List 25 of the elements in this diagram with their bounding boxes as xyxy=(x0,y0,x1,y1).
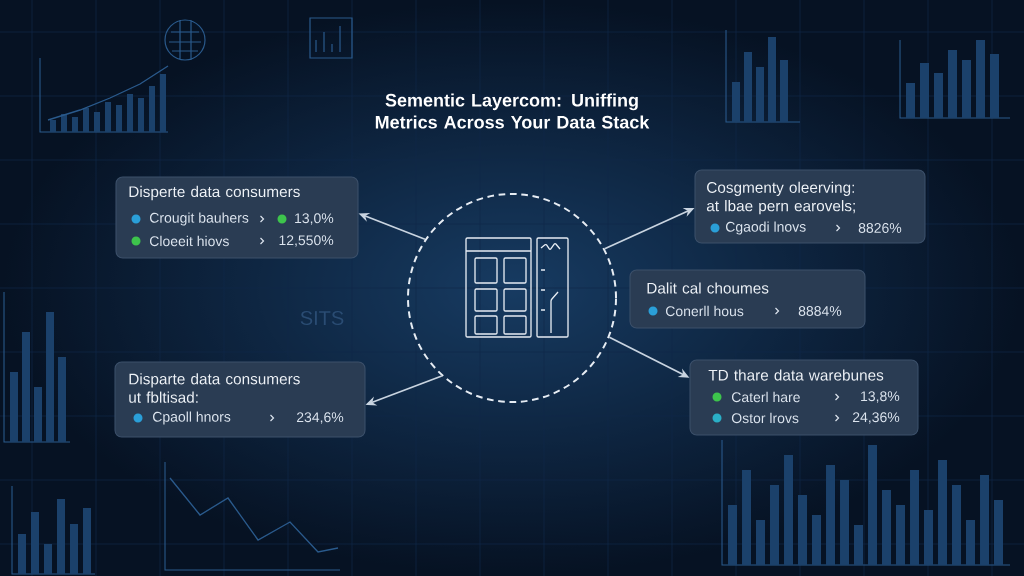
metric-label: Cloeeit hiovs xyxy=(150,235,229,247)
info-card xyxy=(629,269,866,329)
info-card xyxy=(115,176,359,259)
card-heading: Dalit cal choumes xyxy=(647,282,769,294)
card-heading: Cosgmenty oleerving: at lbae pern earovels; xyxy=(706,181,855,215)
metric-value: 13,0% xyxy=(295,213,334,225)
info-card xyxy=(689,359,919,436)
metric-value: 8826% xyxy=(858,223,902,233)
metric-value: 234,6% xyxy=(296,412,344,424)
metric-label: Conerll hous xyxy=(666,305,744,317)
metric-value: 8884% xyxy=(798,306,842,316)
info-card xyxy=(114,361,366,438)
metric-label: Ostor lrovs xyxy=(731,412,799,424)
metric-label: Cpaoll hnors xyxy=(153,411,231,425)
metric-value: 13,8% xyxy=(861,391,900,403)
metric-label: Caterl hare xyxy=(732,391,800,403)
title: Sementic Layercom: Uniffing Metrics Across Your Data Stack xyxy=(375,93,650,129)
metric-value: 24,36% xyxy=(852,412,900,424)
card-heading: Disperte data consumers xyxy=(129,185,300,201)
metric-value: 12,550% xyxy=(279,235,334,247)
info-card xyxy=(694,169,926,244)
card-heading: TD thare data warebunes xyxy=(708,369,884,381)
metric-label: Cgaodi lnovs xyxy=(726,221,806,235)
metric-label: Crougit bauhers xyxy=(150,212,249,226)
card-heading: Disparte data consumers ut fbltisad: xyxy=(129,373,300,403)
